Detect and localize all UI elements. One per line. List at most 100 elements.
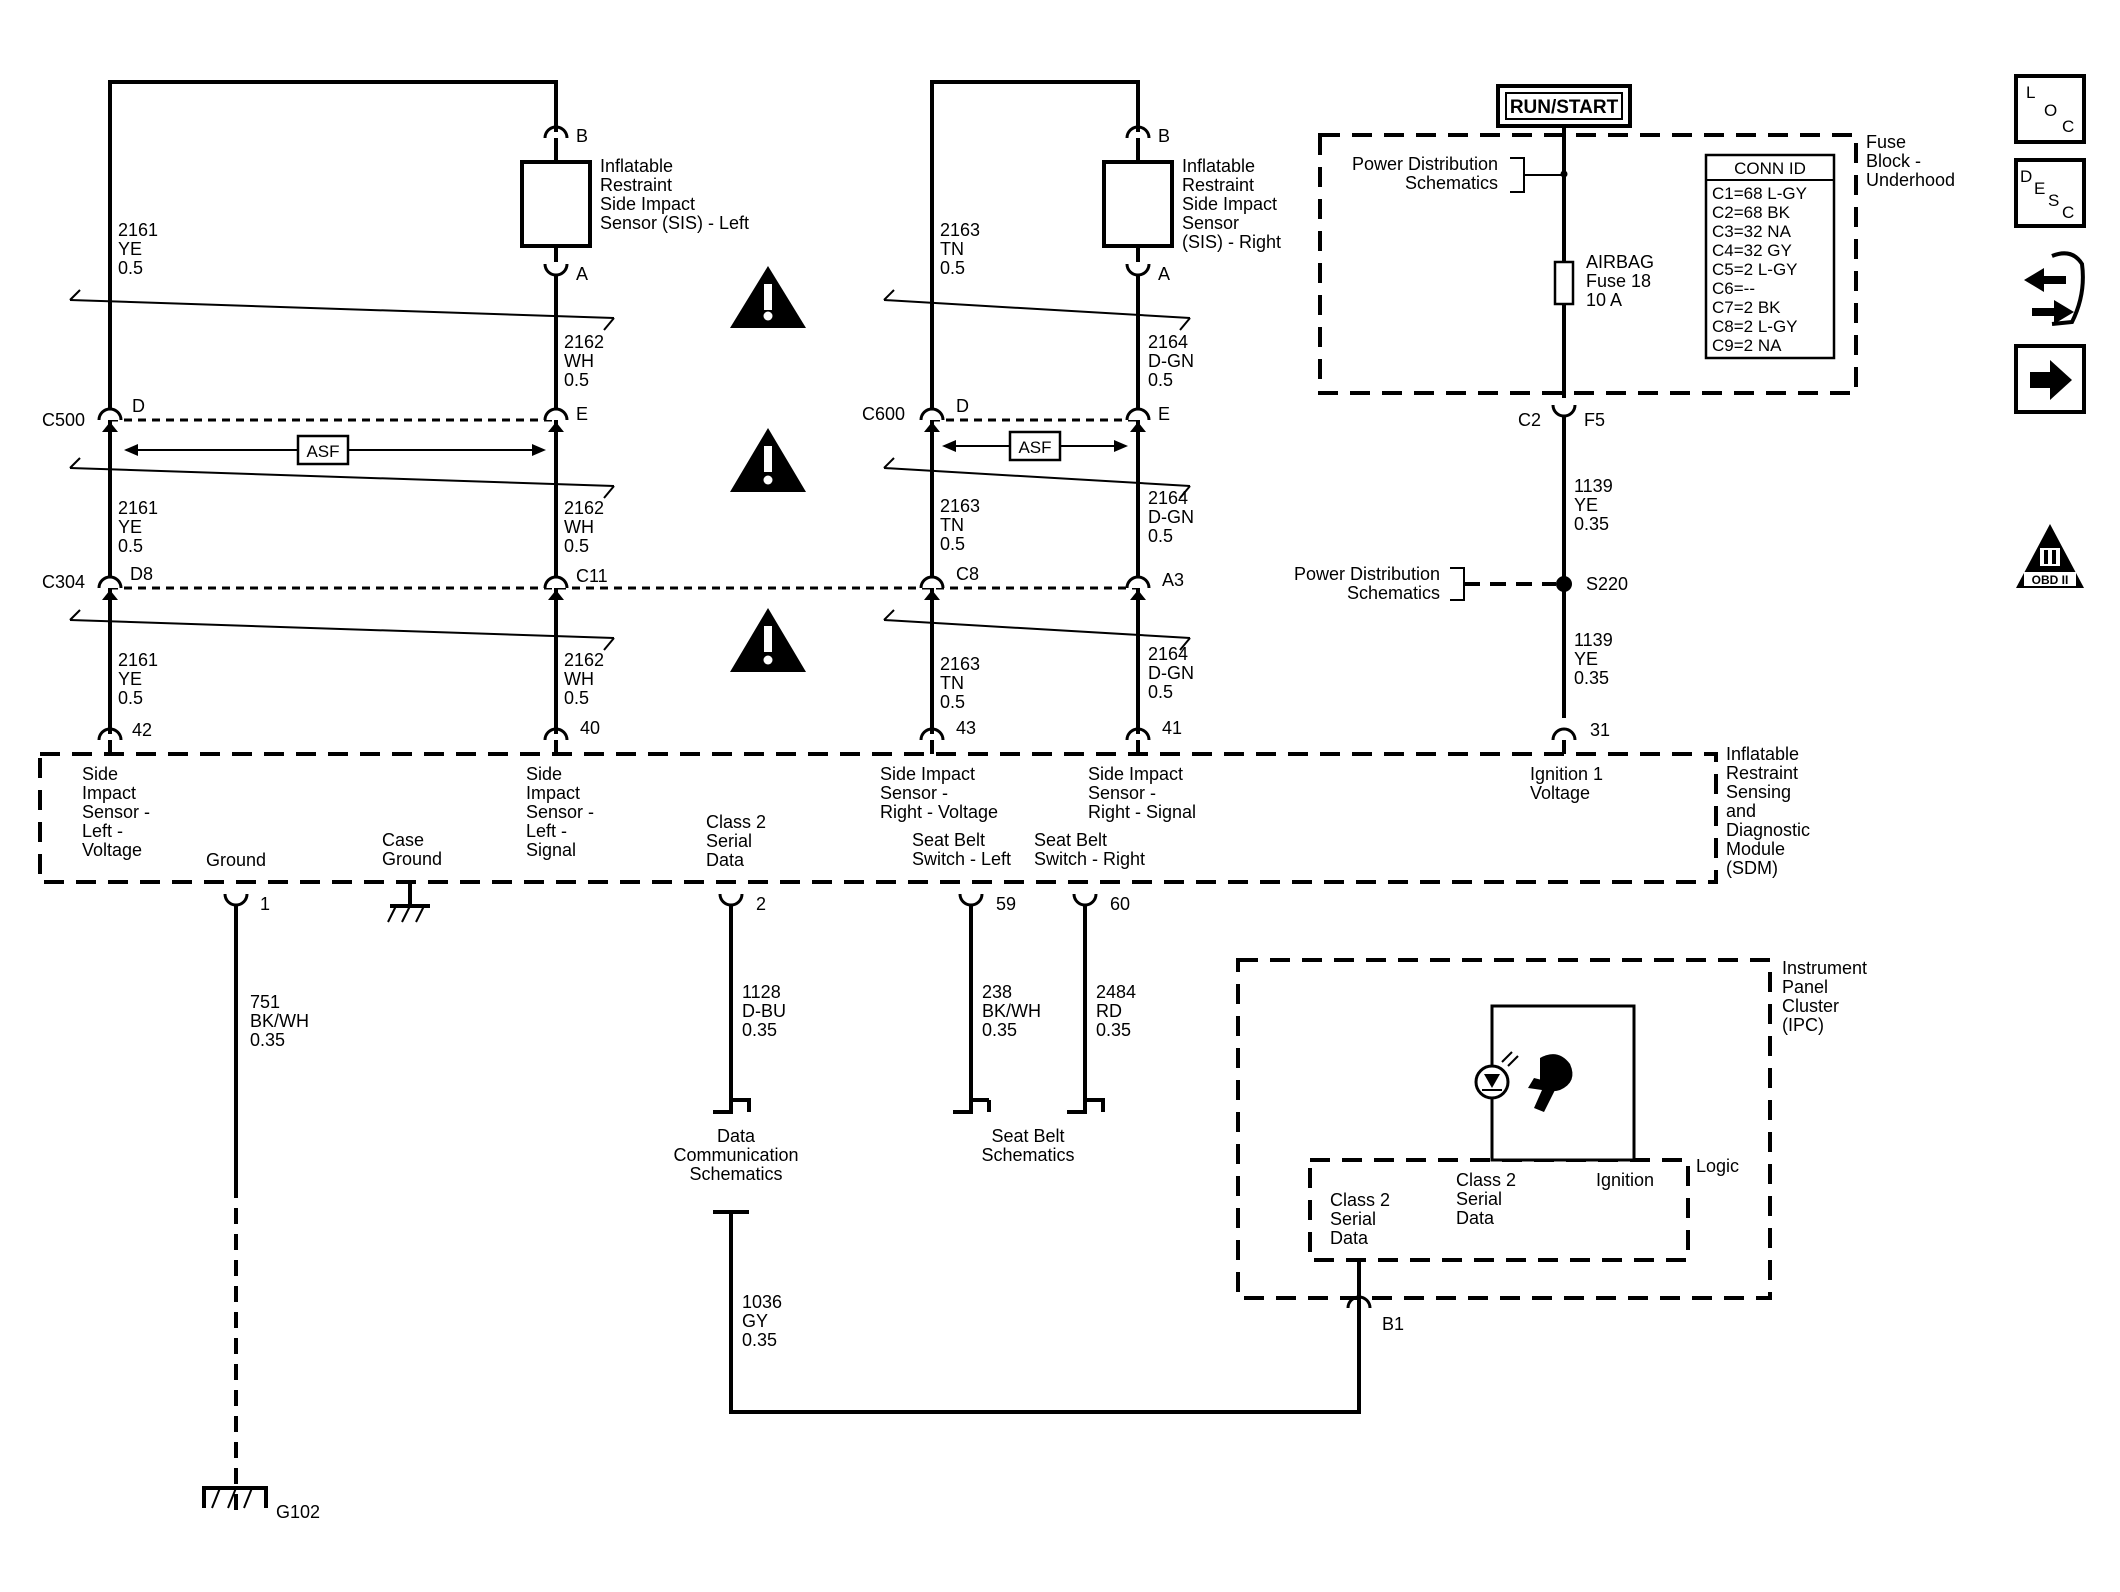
connector-c2-label: C2: [1518, 410, 1541, 430]
ipc-module: [1236, 958, 1772, 1309]
loc-icon[interactable]: [2014, 74, 2086, 144]
arrow-right-icon[interactable]: [2014, 344, 2086, 414]
warning-icon: [730, 608, 806, 672]
ipc-logic-box: [1308, 1158, 1690, 1262]
side-icons: [2014, 74, 2086, 588]
pin-c8-label: C8: [956, 564, 979, 584]
connector-c500-label: C500: [42, 410, 85, 430]
pin-c11-label: C11: [576, 566, 608, 586]
left-sensor-circuit: [69, 80, 615, 734]
connector-hand-icon[interactable]: [2024, 251, 2085, 326]
case-ground-icon: [387, 882, 430, 923]
pin-e-label: E: [576, 404, 588, 424]
asf-label: ASF: [1018, 438, 1051, 457]
obd-ii-label: OBD II: [2032, 573, 2069, 587]
pin-a-label: A: [1158, 264, 1170, 284]
ground-g102-icon: [202, 1486, 268, 1509]
ipc-box: [1236, 958, 1772, 1300]
connector-c600-label: C600: [862, 404, 905, 424]
sdm-pin-41: 41: [1162, 718, 1182, 738]
warning-icon: [730, 428, 806, 492]
obd-ii-icon: [2016, 524, 2084, 588]
fuse-block-box: [1318, 133, 1858, 395]
sdm-pin-31: 31: [1590, 720, 1610, 740]
conn-id-item: C3=32 NA: [1712, 222, 1792, 241]
airbag-indicator-icon: [1474, 1051, 1573, 1112]
conn-id-table: [1704, 153, 1836, 360]
pin-a3-label: A3: [1162, 570, 1184, 590]
fuse-18: [1553, 260, 1575, 306]
sdm-pin-43: 43: [956, 718, 976, 738]
ipc-ignition-label: Ignition: [1596, 1170, 1654, 1190]
conn-id-title: CONN ID: [1734, 159, 1806, 178]
pin-d8-label: D8: [130, 564, 153, 584]
sis-left-body: [520, 160, 592, 248]
sdm-pin-42: 42: [132, 720, 152, 740]
desc-icon[interactable]: [2014, 158, 2086, 228]
warning-triangles: [730, 266, 806, 672]
conn-id-item: C4=32 GY: [1712, 241, 1792, 260]
loc-letter: O: [2044, 101, 2057, 120]
ground-label: Ground: [206, 850, 266, 870]
warning-icon: [730, 266, 806, 328]
inline-connectors: [97, 407, 1151, 600]
pin-a-label: A: [576, 264, 588, 284]
ipc-pin-b1-label: B1: [1382, 1314, 1404, 1334]
pin-d-label: D: [956, 396, 969, 416]
connector-c304-label: C304: [42, 572, 85, 592]
asf-label: ASF: [306, 442, 339, 461]
desc-letter: S: [2048, 191, 2059, 210]
pin-d-label: D: [132, 396, 145, 416]
pin-b-label: B: [1158, 126, 1170, 146]
lower-wires: [202, 906, 1361, 1510]
conn-id-item: C2=68 BK: [1712, 203, 1791, 222]
ipc-logic-label: Logic: [1696, 1156, 1739, 1176]
desc-letter: C: [2062, 203, 2074, 222]
splice-s220-label: S220: [1586, 574, 1628, 594]
ground-g102-label: G102: [276, 1502, 320, 1522]
pin-b-label: B: [576, 126, 588, 146]
conn-id-item: C5=2 L-GY: [1712, 260, 1798, 279]
conn-id-item: C1=68 L-GY: [1712, 184, 1807, 203]
sdm-pin-59: 59: [996, 894, 1016, 914]
conn-id-item: C7=2 BK: [1712, 298, 1781, 317]
sdm-pin-40: 40: [580, 718, 600, 738]
sdm-module: [38, 727, 1718, 923]
desc-letter: E: [2034, 179, 2045, 198]
pin-f5-label: F5: [1584, 410, 1605, 430]
power-source: [1318, 84, 1858, 718]
